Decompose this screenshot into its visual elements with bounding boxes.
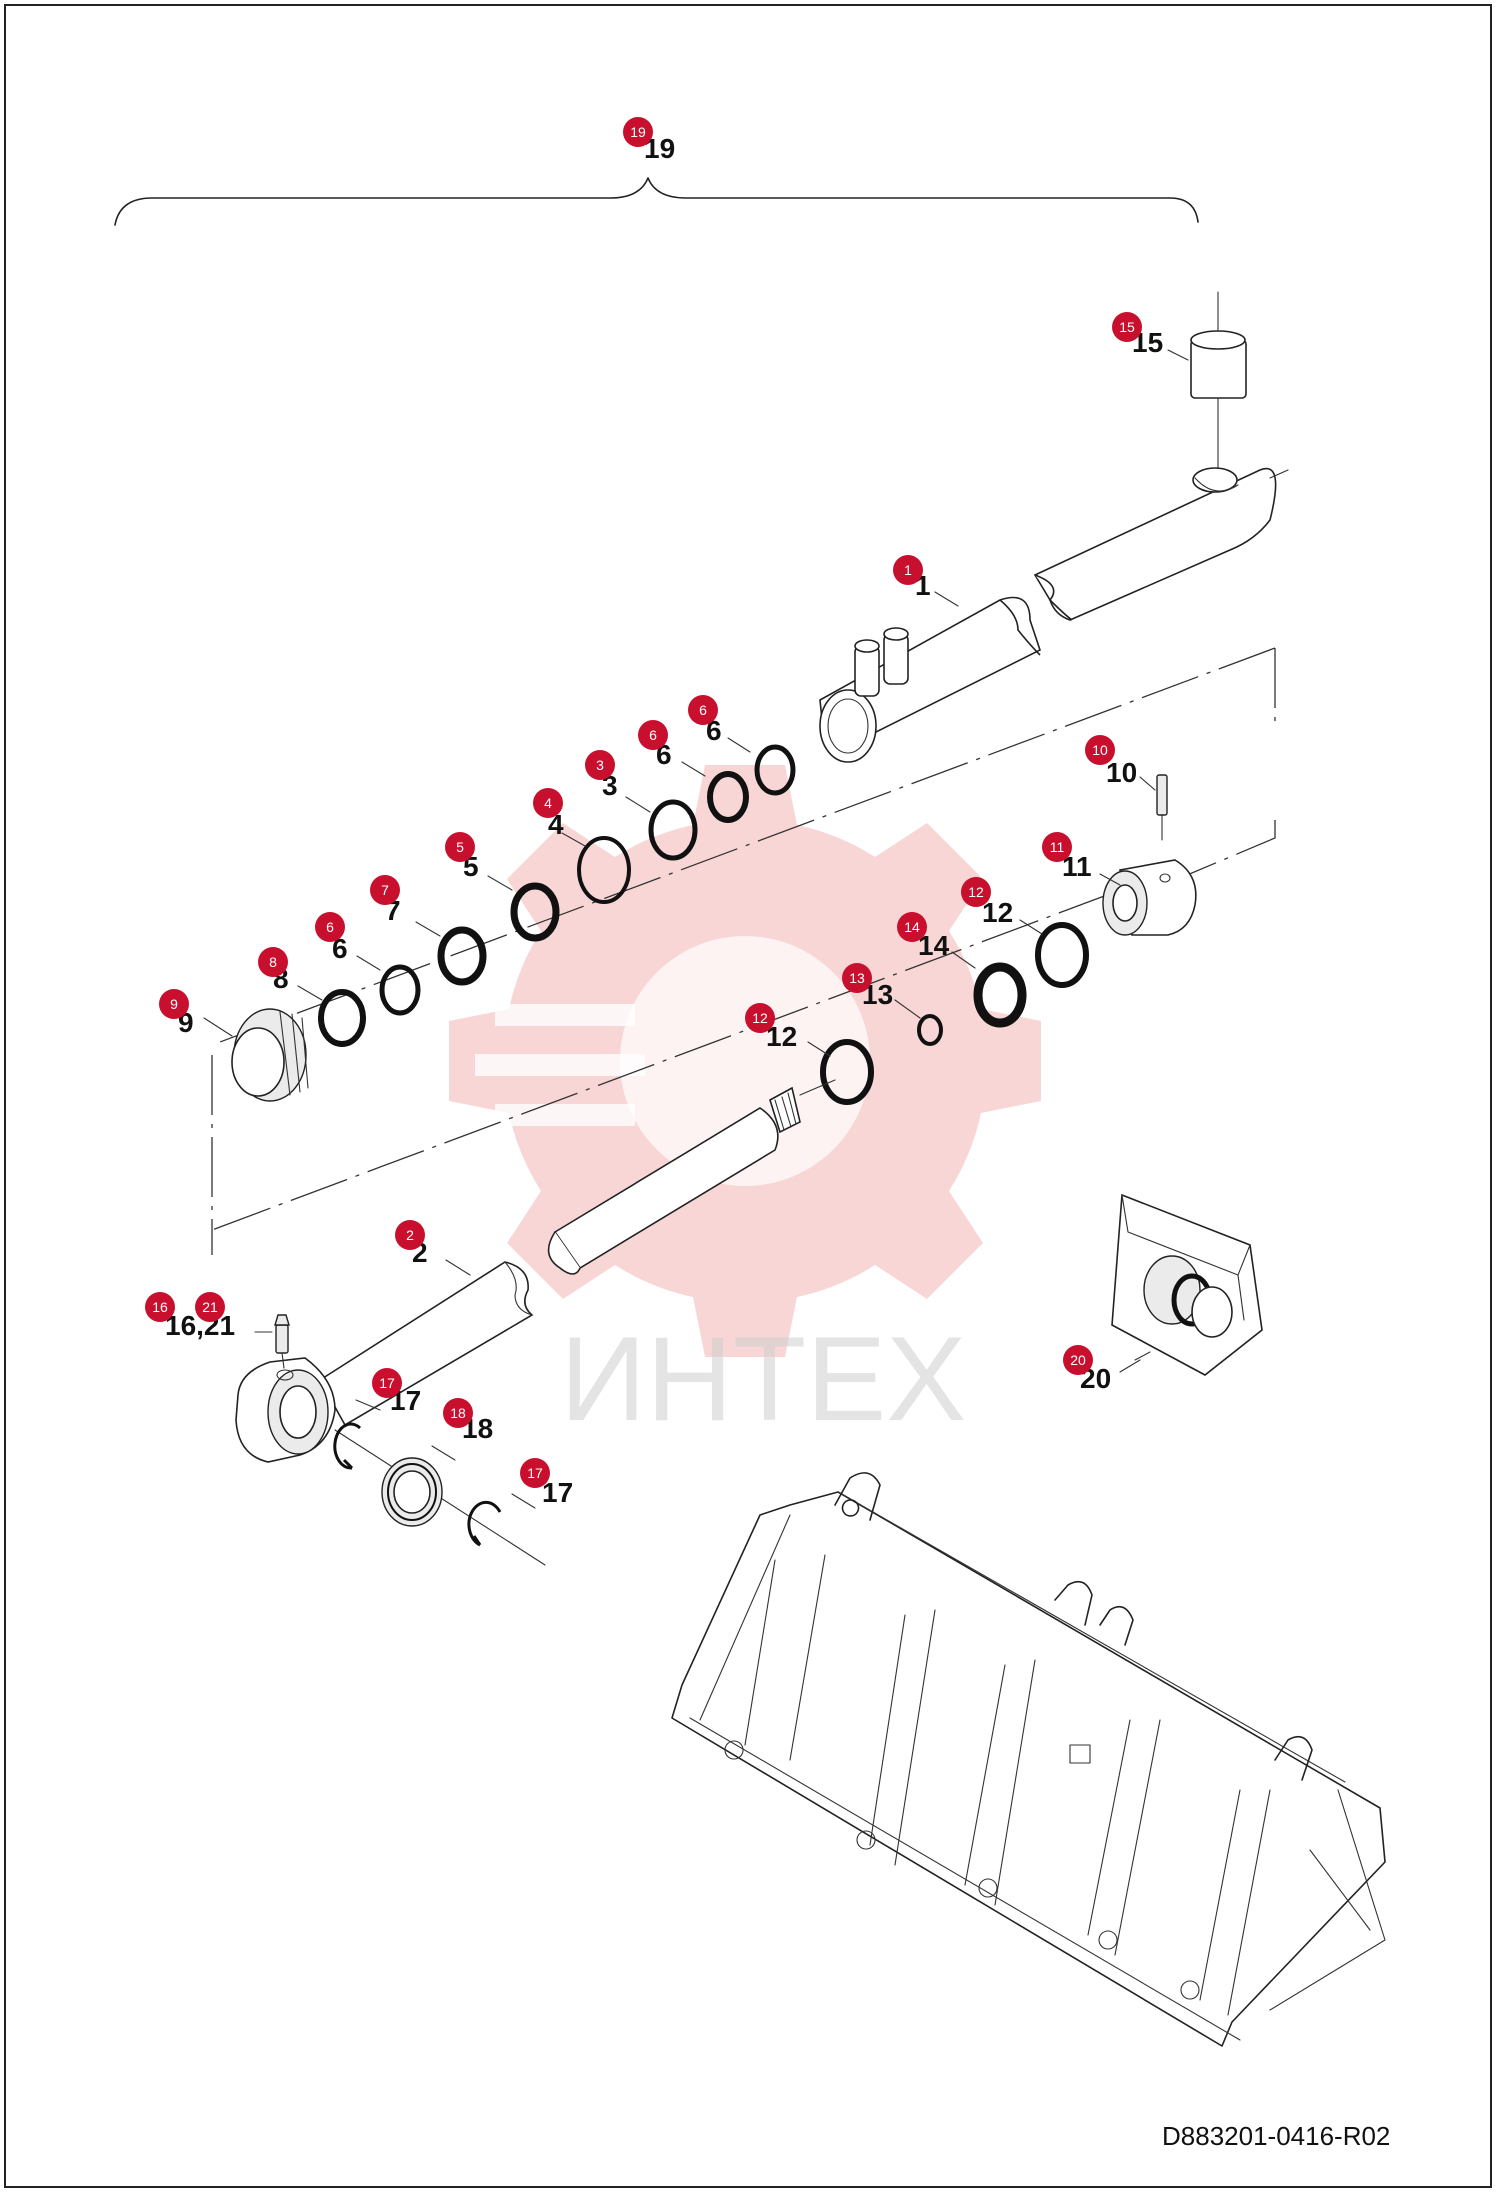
svg-text:6: 6 [326, 919, 334, 935]
callout-badge-10[interactable]: 10 [1085, 735, 1115, 765]
callout-badge-6a[interactable]: 6 [688, 695, 718, 725]
oring-part-13 [917, 1014, 943, 1046]
callout-badge-9[interactable]: 9 [159, 989, 189, 1019]
grease-fitting-part-16-21 [254, 1314, 290, 1369]
mount-bracket-part-20 [1111, 1193, 1263, 1376]
callout-badge-19[interactable]: 19 [623, 117, 653, 147]
loader-bucket-illustration [671, 1472, 1386, 2047]
svg-text:12: 12 [752, 1010, 768, 1026]
cylinder-barrel-part-1 [819, 467, 1289, 763]
phantom-assembly-lines [211, 647, 1276, 1255]
svg-text:2: 2 [406, 1227, 414, 1243]
svg-text:12: 12 [968, 884, 984, 900]
callout-badge-20[interactable]: 20 [1063, 1345, 1093, 1375]
svg-text:17: 17 [379, 1375, 395, 1391]
svg-text:13: 13 [849, 970, 865, 986]
svg-text:6: 6 [699, 702, 707, 718]
ring-part-14 [973, 962, 1027, 1028]
svg-text:19: 19 [630, 124, 646, 140]
callout-badge-8[interactable]: 8 [258, 947, 288, 977]
svg-text:20: 20 [1070, 1352, 1086, 1368]
callout-badge-18[interactable]: 18 [443, 1398, 473, 1428]
svg-text:15: 15 [1119, 319, 1135, 335]
part-label: 10 [1106, 757, 1137, 788]
setscrew-part-10 [1156, 774, 1168, 816]
svg-text:10: 10 [1092, 742, 1108, 758]
gland-nut-part-9 [231, 1008, 309, 1102]
snap-ring-part-17a [333, 1422, 362, 1470]
callout-badge-4[interactable]: 4 [533, 788, 563, 818]
svg-text:6: 6 [649, 727, 657, 743]
bushing-part-15 [1190, 291, 1247, 481]
callout-badge-13[interactable]: 13 [842, 963, 872, 993]
ring-part-6c [379, 964, 421, 1016]
ring-part-12b [820, 1039, 874, 1105]
svg-text:21: 21 [202, 1299, 218, 1315]
ring-part-6b [707, 771, 749, 823]
svg-text:11: 11 [1050, 839, 1065, 855]
svg-text:4: 4 [544, 795, 552, 811]
oring-part-4 [577, 836, 631, 904]
callout-badge-7[interactable]: 7 [370, 875, 400, 905]
leader-lines [203, 349, 1189, 1509]
ring-part-7 [437, 926, 487, 986]
bearing-part-18 [381, 1457, 443, 1527]
callout-badge-6b[interactable]: 6 [638, 720, 668, 750]
ring-part-12a [1035, 922, 1089, 988]
callout-badge-11[interactable]: 11 [1042, 832, 1072, 862]
callout-badge-6c[interactable]: 6 [315, 912, 345, 942]
oring-part-3 [648, 799, 698, 861]
watermark-text: ИНТЕХ [560, 1312, 966, 1446]
svg-text:3: 3 [596, 757, 604, 773]
callout-badge-5[interactable]: 5 [445, 832, 475, 862]
callout-badge-12a[interactable]: 12 [961, 877, 991, 907]
svg-text:8: 8 [269, 954, 277, 970]
callout-badges: 19 15 1 6 6 3 4 5 7 6 8 9 10 11 12 14 13… [145, 117, 1142, 1488]
ring-part-8 [318, 989, 366, 1047]
seal-kit-upper-row [231, 744, 796, 1102]
watermark-gear-icon [449, 765, 1041, 1357]
callout-badge-14[interactable]: 14 [897, 912, 927, 942]
callout-badge-1[interactable]: 1 [893, 555, 923, 585]
svg-text:9: 9 [170, 996, 178, 1012]
svg-text:18: 18 [450, 1405, 466, 1421]
svg-text:14: 14 [904, 919, 920, 935]
callout-badge-17a[interactable]: 17 [372, 1368, 402, 1398]
part-label: 12 [982, 897, 1013, 928]
part-labels: 19 15 1 6 6 3 4 5 7 6 8 9 10 11 12 14 13… [165, 133, 1163, 1508]
pivot-bearing-group [333, 1422, 546, 1566]
piston-part-11 [1102, 774, 1197, 936]
svg-text:7: 7 [381, 882, 389, 898]
callout-badge-21[interactable]: 21 [195, 1292, 225, 1322]
drawing-code: D883201-0416-R02 [1162, 2121, 1390, 2151]
svg-text:1: 1 [904, 562, 912, 578]
callout-badge-3[interactable]: 3 [585, 750, 615, 780]
callout-badge-12b[interactable]: 12 [745, 1003, 775, 1033]
ring-part-6a [754, 744, 796, 796]
callout-badge-15[interactable]: 15 [1112, 312, 1142, 342]
svg-text:17: 17 [527, 1465, 543, 1481]
callout-badge-16[interactable]: 16 [145, 1292, 175, 1322]
part-label: 17 [542, 1477, 573, 1508]
watermark: ИНТЕХ [449, 765, 1041, 1446]
svg-text:5: 5 [456, 839, 464, 855]
callout-badge-2[interactable]: 2 [395, 1220, 425, 1250]
callout-badge-17b[interactable]: 17 [520, 1458, 550, 1488]
snap-ring-part-17b [467, 1500, 502, 1547]
svg-text:16: 16 [152, 1299, 168, 1315]
ring-part-5 [510, 882, 560, 942]
seal-kit-lower-row [820, 922, 1089, 1105]
assembly-bracket [114, 177, 1199, 226]
